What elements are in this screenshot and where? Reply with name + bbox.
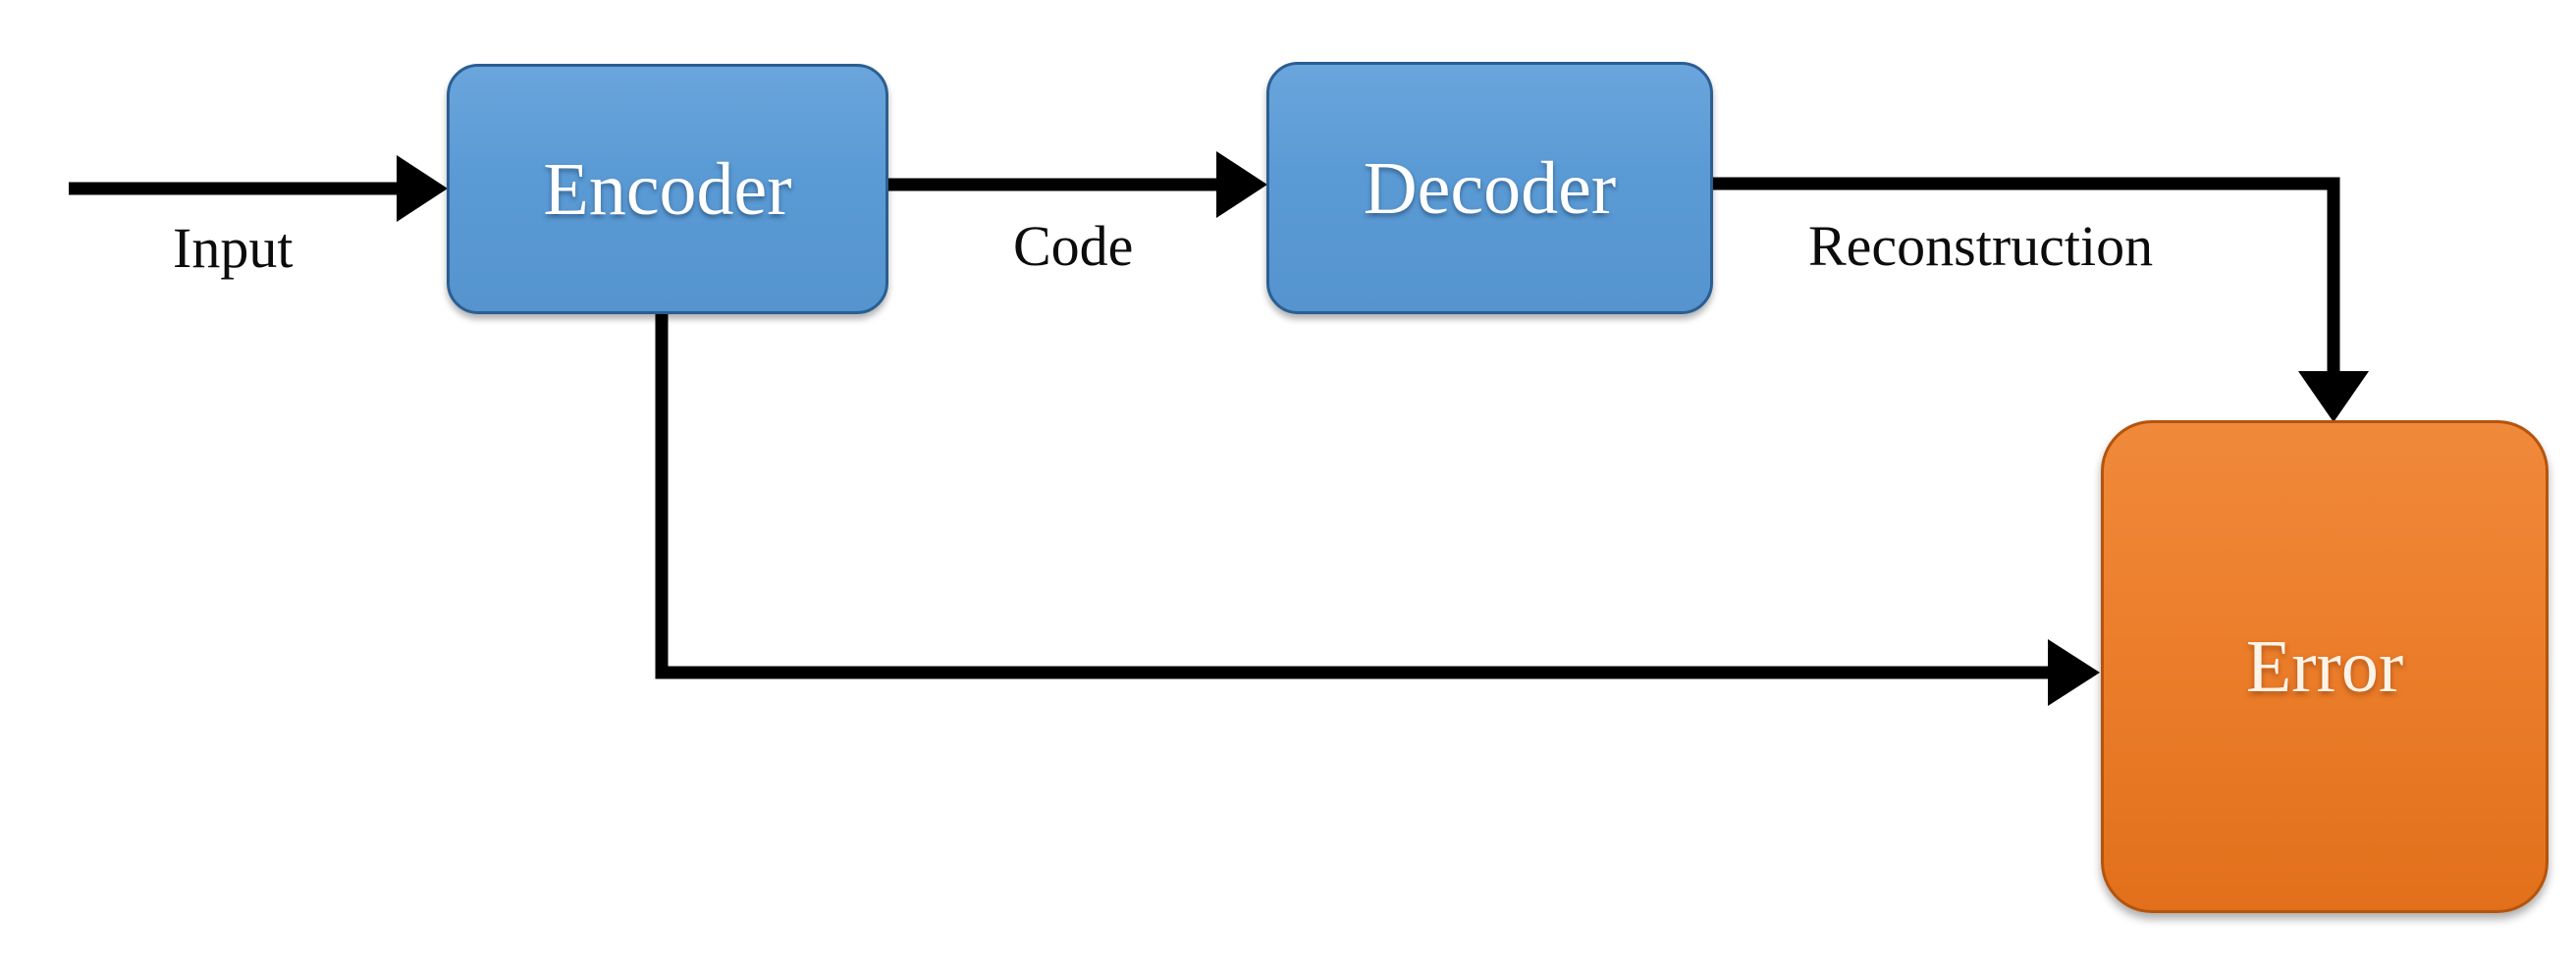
node-error-label: Error: [2245, 625, 2404, 708]
connector-decoder-to-error: [1713, 177, 2369, 422]
edge-label-input: Input: [173, 216, 294, 280]
node-decoder[interactable]: Decoder: [1266, 62, 1713, 314]
node-encoder-label: Encoder: [543, 147, 792, 231]
connector-input-to-encoder: [69, 155, 448, 222]
node-encoder[interactable]: Encoder: [447, 64, 888, 314]
connector-encoder-to-decoder: [888, 151, 1267, 218]
connector-encoder-to-error: [655, 314, 2100, 706]
edge-label-code: Code: [1013, 214, 1134, 278]
node-error[interactable]: Error: [2101, 420, 2549, 913]
node-decoder-label: Decoder: [1363, 146, 1617, 230]
edge-label-reconstruction: Reconstruction: [1808, 214, 2154, 278]
